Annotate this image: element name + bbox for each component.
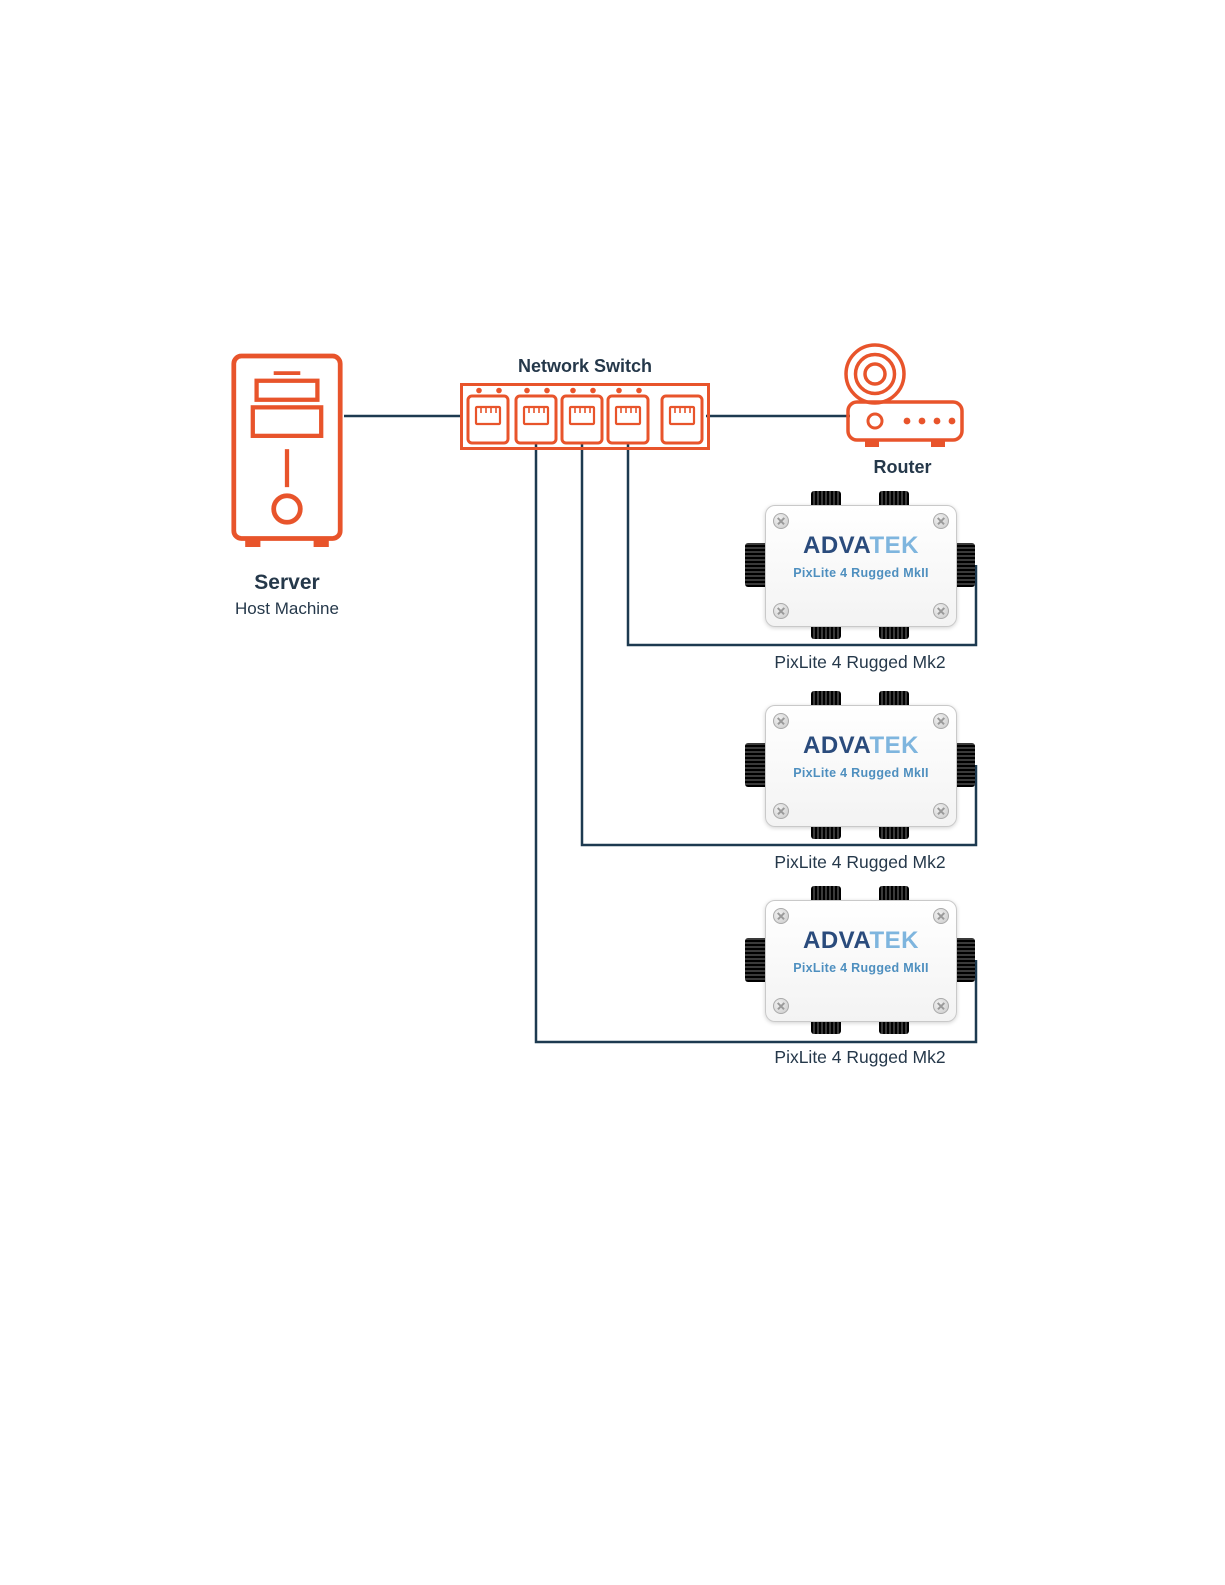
- connector-top-left-icon: [811, 691, 841, 709]
- pixlite-controller-3: ADVATEK PixLite 4 Rugged MkII PixLite 4 …: [745, 886, 975, 1067]
- network-switch-device: Network Switch: [460, 356, 710, 456]
- network-switch-icon: [460, 383, 710, 450]
- switch-port-2: [514, 394, 558, 445]
- router-icon: [844, 343, 964, 447]
- server-device: Server Host Machine: [230, 352, 344, 619]
- cable-switch-to-pixlite-3: [534, 440, 978, 1044]
- logo-text-dark: ADVA: [803, 532, 870, 559]
- screw-icon: [773, 513, 789, 529]
- pixlite-model-text: PixLite 4 Rugged MkII: [793, 566, 929, 580]
- switch-port-1: [466, 394, 510, 445]
- connector-top-right-icon: [879, 886, 909, 904]
- pixlite-enclosure: ADVATEK PixLite 4 Rugged MkII: [765, 900, 957, 1022]
- screw-icon: [933, 603, 949, 619]
- pixlite-caption: PixLite 4 Rugged Mk2: [774, 652, 946, 672]
- server-foot-right: [313, 538, 329, 547]
- router-device: Router: [835, 338, 970, 478]
- screw-icon: [773, 998, 789, 1014]
- screw-icon: [773, 603, 789, 619]
- pixlite-model-text: PixLite 4 Rugged MkII: [793, 961, 929, 975]
- screw-icon: [933, 998, 949, 1014]
- screw-icon: [773, 803, 789, 819]
- router-antenna-base: [866, 412, 884, 430]
- server-tower-icon: [231, 353, 343, 547]
- screw-icon: [933, 713, 949, 729]
- server-label: Server: [254, 571, 320, 594]
- screw-icon: [933, 803, 949, 819]
- server-sublabel: Host Machine: [235, 599, 339, 618]
- pixlite-caption: PixLite 4 Rugged Mk2: [774, 1047, 946, 1067]
- screw-icon: [773, 908, 789, 924]
- network-switch-label: Network Switch: [517, 356, 653, 376]
- switch-port-3: [560, 394, 604, 445]
- screw-icon: [933, 513, 949, 529]
- logo-text-light: TEK: [869, 732, 919, 759]
- router-led-dots: [903, 417, 956, 425]
- server-foot-left: [245, 538, 261, 547]
- pixlite-controller-1: ADVATEK PixLite 4 Rugged MkII PixLite 4 …: [745, 491, 975, 672]
- screw-icon: [773, 713, 789, 729]
- logo-text-light: TEK: [869, 927, 919, 954]
- switch-port-4: [606, 394, 650, 445]
- router-label: Router: [873, 457, 932, 477]
- advatek-logo: ADVATEK: [766, 929, 956, 953]
- logo-text-dark: ADVA: [803, 927, 870, 954]
- pixlite-controller-2: ADVATEK PixLite 4 Rugged MkII PixLite 4 …: [745, 691, 975, 872]
- cable-switch-to-pixlite-1: [626, 440, 978, 647]
- connector-top-left-icon: [811, 491, 841, 509]
- switch-led-indicators: [476, 387, 642, 394]
- connector-top-right-icon: [879, 491, 909, 509]
- wifi-signal-icon: [844, 343, 906, 405]
- logo-text-dark: ADVA: [803, 732, 870, 759]
- pixlite-model-text: PixLite 4 Rugged MkII: [793, 766, 929, 780]
- connector-top-left-icon: [811, 886, 841, 904]
- router-foot-right: [931, 440, 945, 447]
- switch-port-5: [660, 394, 704, 445]
- pixlite-caption: PixLite 4 Rugged Mk2: [774, 852, 946, 872]
- advatek-logo: ADVATEK: [766, 534, 956, 558]
- logo-text-light: TEK: [869, 532, 919, 559]
- advatek-logo: ADVATEK: [766, 734, 956, 758]
- router-body: [846, 400, 964, 442]
- router-foot-left: [865, 440, 879, 447]
- screw-icon: [933, 908, 949, 924]
- pixlite-enclosure: ADVATEK PixLite 4 Rugged MkII: [765, 705, 957, 827]
- pixlite-enclosure: ADVATEK PixLite 4 Rugged MkII: [765, 505, 957, 627]
- connector-top-right-icon: [879, 691, 909, 709]
- cable-switch-to-pixlite-2: [580, 440, 978, 847]
